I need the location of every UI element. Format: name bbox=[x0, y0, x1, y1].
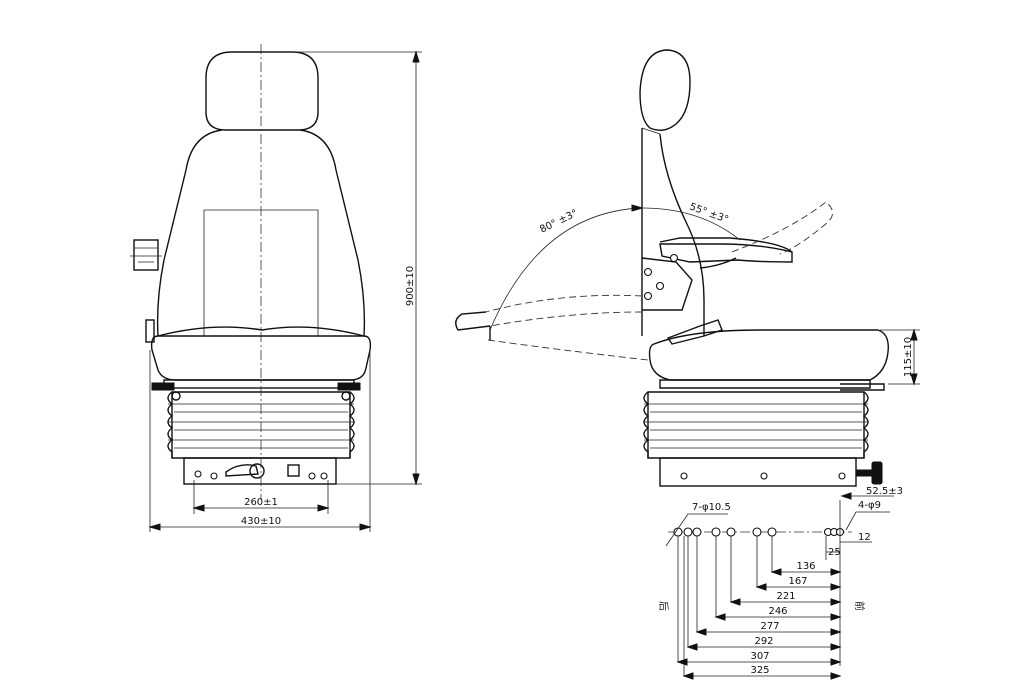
hole bbox=[726, 527, 736, 537]
callout-front-holes-label: 7-φ10.5 bbox=[692, 502, 731, 513]
side-view: 80° ±3° 55° ±3° 115±10 bbox=[455, 49, 920, 487]
callout-front-holes: 7-φ10.5 bbox=[665, 502, 731, 547]
hole bbox=[767, 527, 777, 537]
dim-246-label: 246 bbox=[768, 606, 787, 617]
dim-stack: 136 167 221 246 277 292 307 325 bbox=[676, 536, 842, 680]
front-rail-plate bbox=[163, 379, 355, 389]
side-base bbox=[659, 457, 857, 487]
dim-25-label: 25 bbox=[828, 547, 841, 558]
dim-12-label: 12 bbox=[858, 532, 871, 543]
dim-221-label: 221 bbox=[776, 591, 795, 602]
hole bbox=[711, 527, 721, 537]
side-cushion-height-dimension: 115±10 bbox=[880, 328, 920, 386]
front-width-dimension: 430±10 bbox=[148, 350, 372, 532]
dim-292-label: 292 bbox=[754, 636, 773, 647]
side-backrest bbox=[641, 128, 705, 336]
dim-12: 12 bbox=[840, 532, 872, 543]
dim-52-5: 52.5±3 bbox=[840, 486, 903, 500]
side-bellows bbox=[643, 391, 869, 459]
front-base bbox=[183, 457, 337, 485]
front-height-label: 900±10 bbox=[405, 266, 416, 306]
front-backrest-panel bbox=[203, 209, 319, 336]
front-cushion bbox=[150, 326, 372, 381]
front-rail-brackets bbox=[151, 382, 361, 391]
side-backrest-reclined bbox=[485, 294, 649, 361]
front-side-lever bbox=[130, 239, 162, 271]
side-armrest-raised bbox=[731, 201, 833, 255]
front-left-knob bbox=[145, 319, 155, 343]
callout-rear-holes-label: 4-φ9 bbox=[858, 500, 881, 511]
front-headrest bbox=[205, 51, 319, 131]
side-cushion-lever bbox=[666, 319, 723, 345]
dim-167-label: 167 bbox=[788, 576, 807, 587]
hole bbox=[752, 527, 762, 537]
label-front: 前 bbox=[853, 601, 866, 611]
dim-25: 25 bbox=[826, 547, 841, 558]
front-bolt-spacing-label: 260±1 bbox=[244, 497, 278, 508]
side-backrest-angle-arc bbox=[489, 207, 643, 331]
hole-pattern-view: 7-φ10.5 4-φ9 52.5±3 12 25 bbox=[657, 486, 903, 680]
dim-136-label: 136 bbox=[796, 561, 815, 572]
dim-325-label: 325 bbox=[750, 665, 769, 676]
side-adjust-knob bbox=[855, 461, 883, 485]
dim-277-label: 277 bbox=[760, 621, 779, 632]
side-cushion-height-label: 115±10 bbox=[903, 337, 914, 377]
front-view: 900±10 260±1 430±10 bbox=[130, 44, 422, 532]
side-armrest bbox=[641, 237, 793, 311]
side-backrest-reclined-end bbox=[455, 311, 491, 340]
label-rear: 后 bbox=[657, 601, 669, 611]
front-height-dimension: 900±10 bbox=[262, 50, 422, 486]
hole bbox=[692, 527, 702, 537]
dim-307-label: 307 bbox=[750, 651, 769, 662]
side-cushion bbox=[648, 329, 889, 381]
callout-rear-holes: 4-φ9 bbox=[845, 500, 890, 531]
front-bolt-spacing-dimension: 260±1 bbox=[192, 480, 330, 514]
side-armrest-angle-label: 55° ±3° bbox=[688, 202, 730, 226]
side-armrest-angle-arc bbox=[641, 207, 741, 241]
side-slide-rail bbox=[659, 379, 885, 391]
hole bbox=[683, 527, 693, 537]
side-backrest-angle-label: 80° ±3° bbox=[538, 208, 579, 236]
side-headrest bbox=[639, 49, 691, 131]
front-width-label: 430±10 bbox=[241, 516, 281, 527]
dim-52-5-label: 52.5±3 bbox=[866, 486, 903, 497]
